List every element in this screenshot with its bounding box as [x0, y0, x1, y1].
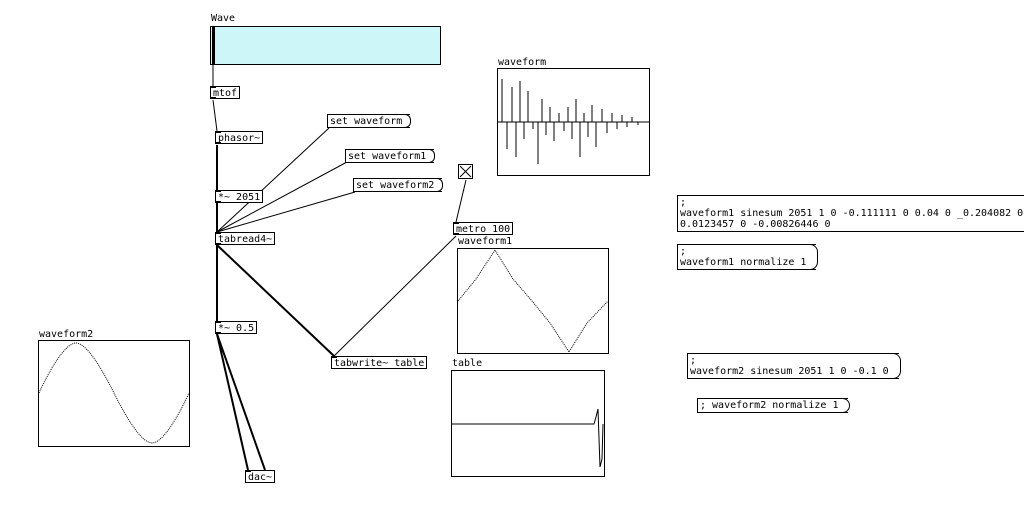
waveform2-plot [38, 342, 190, 444]
wave-slider[interactable] [210, 26, 441, 65]
waveform1-graph[interactable] [457, 248, 609, 354]
slider-handle[interactable] [212, 27, 215, 64]
waveform2-sinesum-message[interactable]: ; waveform2 sinesum 2051 1 0 -0.1 0 [687, 353, 901, 379]
waveform-plot [498, 79, 649, 164]
table-plot [452, 408, 604, 468]
waveform1-graph-label: waveform1 [458, 236, 513, 247]
toggle-x-icon [459, 165, 472, 178]
waveform1-plot [457, 249, 609, 353]
set-waveform1-message[interactable]: set waveform1 [345, 149, 436, 163]
mtof-object[interactable]: mtof [210, 86, 241, 99]
waveform2-graph-label: waveform2 [39, 329, 94, 340]
tabwrite-object[interactable]: tabwrite~ table [331, 356, 428, 369]
toggle-checkbox[interactable] [458, 164, 473, 179]
table-graph[interactable] [451, 370, 605, 477]
phasor-object[interactable]: phasor~ [215, 131, 264, 144]
waveform2-graph[interactable] [38, 340, 190, 447]
set-waveform-message[interactable]: set waveform [327, 114, 412, 128]
tabread4-object[interactable]: tabread4~ [215, 232, 276, 245]
waveform2-normalize-message[interactable]: ; waveform2 normalize 1 [697, 398, 851, 413]
wave-slider-label: Wave [211, 13, 236, 24]
set-waveform2-message[interactable]: set waveform2 [353, 178, 444, 192]
waveform1-normalize-message[interactable]: ; waveform1 normalize 1 [677, 244, 819, 270]
waveform1-sinesum-message[interactable]: ; waveform1 sinesum 2051 1 0 -0.111111 0… [677, 195, 1024, 232]
multiply-half-object[interactable]: *~ 0.5 [215, 321, 258, 334]
metro-object[interactable]: metro 100 [453, 222, 514, 235]
waveform-graph[interactable] [497, 68, 650, 176]
waveform-graph-label: waveform [498, 57, 547, 68]
multiply-2051-object[interactable]: *~ 2051 [215, 190, 264, 203]
dac-object[interactable]: dac~ [245, 470, 276, 483]
table-graph-label: table [452, 358, 483, 369]
